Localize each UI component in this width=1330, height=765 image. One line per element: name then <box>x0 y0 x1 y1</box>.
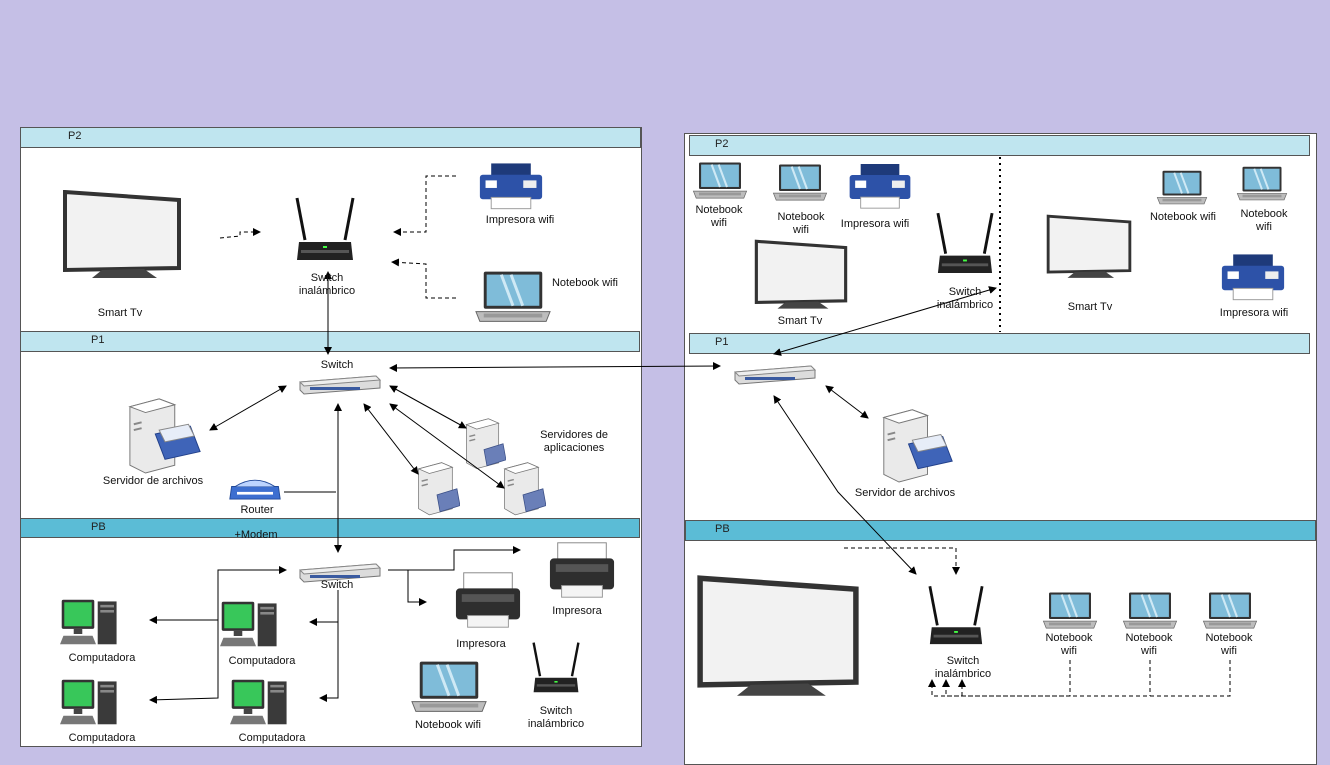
wireless-switch-icon <box>295 196 355 262</box>
smart-tv-label: Smart Tv <box>1067 301 1113 313</box>
app-server-icon <box>417 461 460 516</box>
computer-label: Computadora <box>238 732 306 744</box>
smart-tv-icon <box>1046 214 1132 280</box>
notebook-label: Notebook wifi <box>414 719 482 731</box>
file-server-icon <box>882 408 954 483</box>
right-floor-bar-p2: P2 <box>689 135 1310 156</box>
notebook-label: Notebook wifi <box>1240 208 1288 233</box>
computer-label: Computadora <box>68 652 136 664</box>
notebook-label: Notebook wifi <box>1205 632 1253 657</box>
floor-label: PB <box>715 523 730 535</box>
computer-label: Computadora <box>228 655 296 667</box>
computer-icon <box>230 679 287 725</box>
app-server-icon <box>503 461 546 516</box>
smart-tv-icon <box>63 190 181 280</box>
app-servers-label: Servidores de aplicaciones <box>540 429 608 454</box>
floor-label: PB <box>91 521 106 533</box>
notebook-label: Notebook wifi <box>777 211 825 236</box>
notebook-label: Notebook wifi <box>551 277 619 289</box>
wireless-switch-icon <box>936 211 994 275</box>
wireless-switch-icon <box>928 584 984 646</box>
switch-icon <box>299 375 381 395</box>
floor-label: P1 <box>91 334 105 346</box>
switch-icon <box>734 365 816 385</box>
notebook-icon <box>1042 591 1098 630</box>
notebook-icon <box>772 163 828 202</box>
wifi-printer-label: Impresora wifi <box>840 218 910 230</box>
notebook-icon <box>1236 165 1288 202</box>
wireless-switch-label: Switch inalámbrico <box>936 286 994 311</box>
printer-label: Impresora <box>552 605 602 617</box>
wireless-switch-icon <box>532 641 580 694</box>
notebook-icon <box>1156 169 1208 206</box>
notebook-icon <box>1122 591 1178 630</box>
wifi-printer-icon <box>1221 254 1285 301</box>
router-label: Router <box>240 504 274 516</box>
notebook-label: Notebook wifi <box>1149 211 1217 223</box>
modem-label: +Modem <box>234 529 278 541</box>
printer-icon <box>455 572 521 628</box>
smart-tv-label: Smart Tv <box>97 307 143 319</box>
smart-tv-label: Smart Tv <box>777 315 823 327</box>
notebook-icon <box>692 161 748 200</box>
notebook-icon <box>1202 591 1258 630</box>
smart-tv-icon <box>754 239 848 311</box>
floor-label: P1 <box>715 336 729 348</box>
switch-label: Switch <box>320 579 354 591</box>
floor-label: P2 <box>715 138 729 150</box>
file-server-icon <box>128 397 202 474</box>
wifi-printer-icon <box>479 162 543 210</box>
computer-icon <box>60 679 117 725</box>
computer-label: Computadora <box>68 732 136 744</box>
printer-icon <box>549 542 615 598</box>
wifi-printer-label: Impresora wifi <box>1219 307 1289 319</box>
computer-icon <box>220 601 277 647</box>
file-server-label: Servidor de archivos <box>854 487 956 499</box>
notebook-label: Notebook wifi <box>695 204 743 229</box>
wireless-switch-label: Switch inalámbrico <box>934 655 992 680</box>
printer-label: Impresora <box>456 638 506 650</box>
notebook-label: Notebook wifi <box>1125 632 1173 657</box>
notebook-icon <box>410 660 488 713</box>
notebook-label: Notebook wifi <box>1045 632 1093 657</box>
file-server-label: Servidor de archivos <box>102 475 204 487</box>
left-floor-bar-p2: P2 <box>20 127 641 148</box>
app-server-icon <box>465 418 506 470</box>
switch-label: Switch <box>320 359 354 371</box>
wifi-printer-icon <box>849 164 911 209</box>
computer-icon <box>60 599 117 645</box>
wifi-printer-label: Impresora wifi <box>485 214 555 226</box>
wireless-switch-label: Switch inalámbrico <box>527 705 585 730</box>
left-floor-bar-pb: PB <box>20 518 640 538</box>
floor-label: P2 <box>68 130 82 142</box>
notebook-icon <box>474 270 552 323</box>
wireless-switch-label: Switch inalámbrico <box>298 272 356 297</box>
router-modem-icon <box>229 479 281 500</box>
smart-tv-icon <box>700 578 856 696</box>
